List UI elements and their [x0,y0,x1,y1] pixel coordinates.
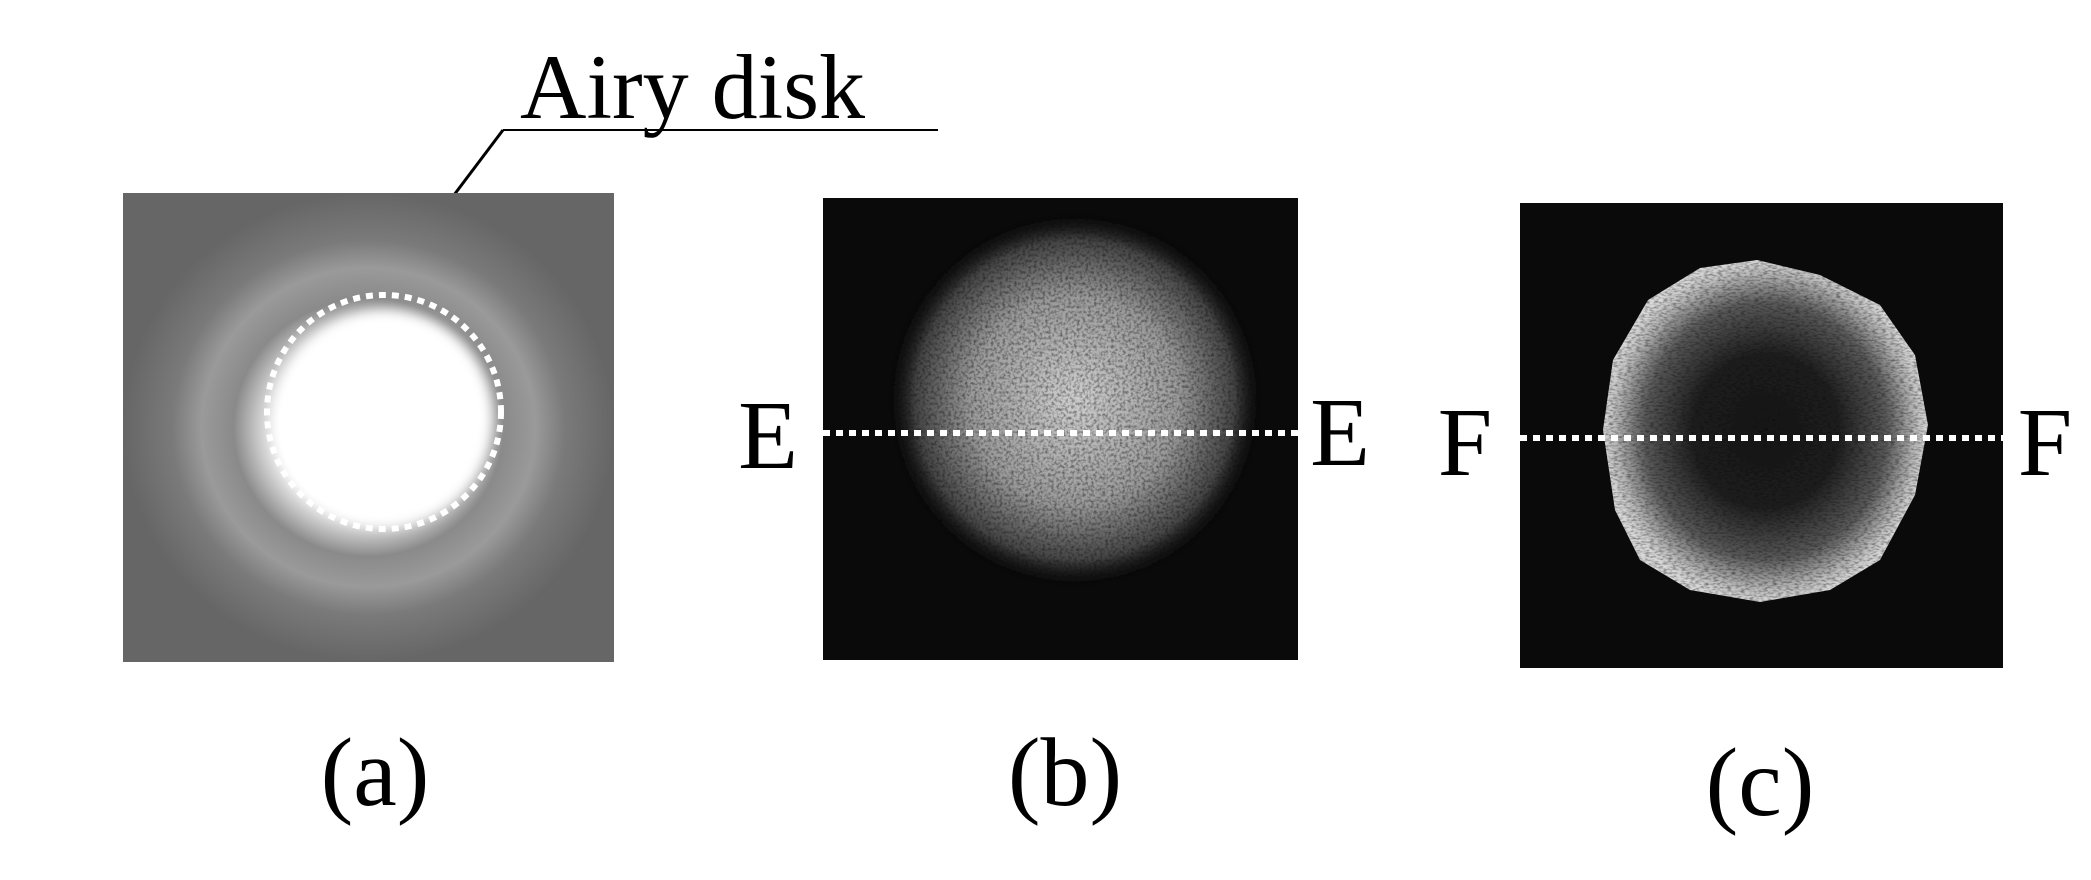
panel-c-caption: (c) [1706,729,1815,837]
panel-b-line-left-label: E [738,382,798,490]
airy-disk-label: Airy disk [520,36,865,138]
panel-a-bright-core [276,310,492,526]
panel-c-line-right-label: F [2018,389,2073,497]
panel-b-speckle-disk [887,212,1263,588]
panel-b-line-right-label: E [1310,379,1370,487]
panel-c-line-left-label: F [1438,389,1493,497]
panel-a: (a) [123,193,614,827]
panel-c-speckle-disk [1603,260,1928,602]
airy-disk-dotted-circle [264,292,504,532]
panel-b: E E (b) [738,198,1370,827]
panel-b-caption: (b) [1008,719,1122,827]
panel-c: F F (c) [1438,203,2073,837]
panel-a-caption: (a) [321,719,430,827]
